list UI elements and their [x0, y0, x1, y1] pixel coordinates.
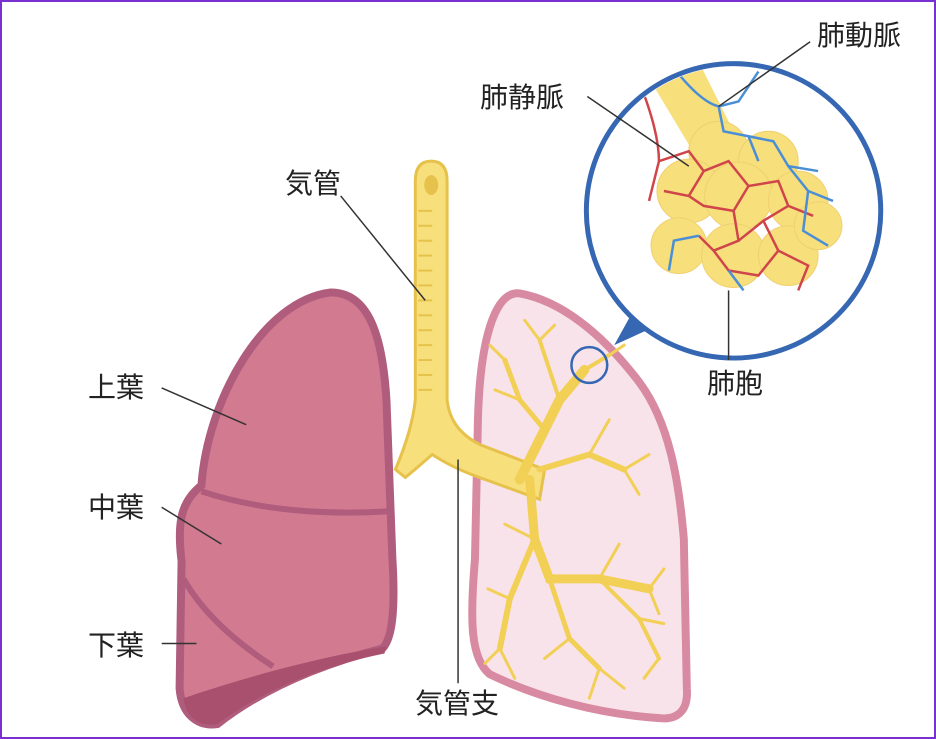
label-middle-lobe: 中葉: [88, 491, 145, 524]
label-trachea: 気管: [285, 167, 342, 200]
left-lung: [175, 288, 398, 729]
leader-lines: [161, 41, 811, 684]
bronchial-tree: [483, 318, 666, 700]
alveoli-inset: [583, 61, 884, 361]
label-lower-lobe: 下葉: [88, 629, 145, 662]
trachea: [393, 159, 547, 502]
middle-lower-fissure: [180, 577, 275, 669]
label-bronchus: 気管支: [415, 687, 500, 720]
label-pulmonary-artery: 肺動脈: [817, 19, 902, 52]
label-upper-lobe: 上葉: [88, 371, 145, 404]
label-pulmonary-vein: 肺静脈: [480, 81, 565, 114]
alveoli-zoom-marker: [570, 345, 609, 385]
trachea-rings: [418, 209, 433, 391]
upper-middle-fissure: [200, 488, 389, 516]
label-alveoli: 肺胞: [707, 367, 764, 400]
